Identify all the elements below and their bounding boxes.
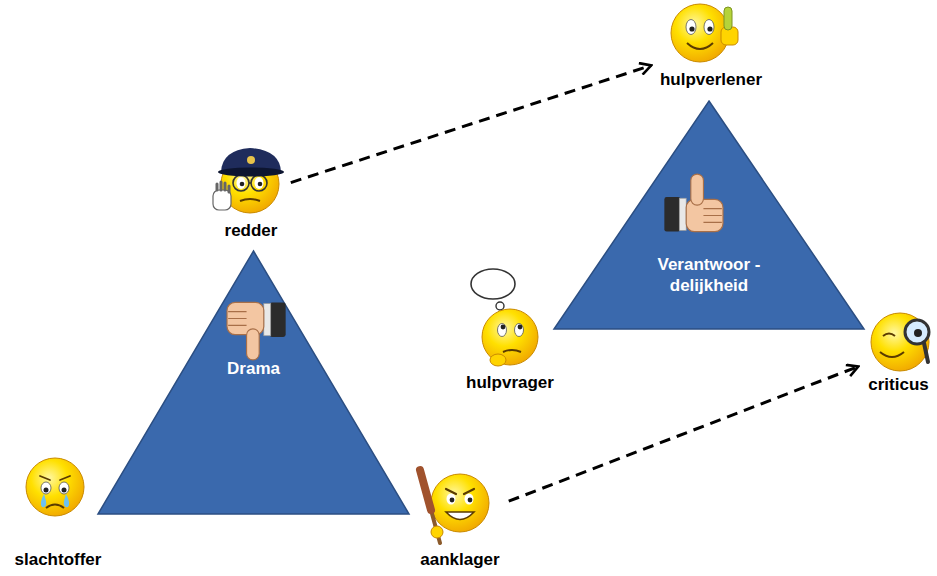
- thumb-part: [228, 312, 246, 326]
- triangle-outline: [554, 101, 864, 329]
- role-label: criticus: [868, 375, 928, 395]
- triangle-outline: [98, 251, 409, 514]
- helper-emoji-part: [707, 26, 712, 31]
- accuser-emoji-part: [465, 494, 474, 505]
- police-emoji-part: [258, 182, 263, 187]
- helper-emoji-part: [689, 26, 694, 31]
- drama-triangle: Drama: [97, 250, 410, 515]
- accuser-emoji-part: [446, 489, 474, 494]
- thumb-part: [264, 304, 271, 336]
- thinking-emoji-part: [503, 350, 521, 352]
- helper-emoji-part: [704, 20, 714, 35]
- helper-emoji-part: [686, 20, 696, 35]
- crying-emoji-part: [41, 482, 51, 494]
- thumb-part: [270, 302, 286, 337]
- police-emoji-part: [218, 168, 284, 177]
- triangle-title: Drama: [184, 358, 324, 379]
- thumb-part: [686, 199, 723, 231]
- thumbs-down-icon: [227, 302, 286, 360]
- critic-emoji-part: [871, 313, 929, 371]
- critic-emoji-part: [905, 320, 929, 344]
- helper-emoji-part: [671, 4, 729, 62]
- crying-emoji-part: [59, 482, 69, 494]
- police-emoji-part: [237, 177, 246, 189]
- thumbs-up-icon: [664, 174, 723, 232]
- critic-emoji-part: [880, 352, 904, 357]
- text-holder: Verantwoor -delijkheid: [553, 254, 865, 296]
- helper-emoji-part: [687, 43, 713, 49]
- role-node: aanklager: [415, 468, 505, 572]
- police-emoji-part: [255, 177, 264, 189]
- role-label: slachtoffer: [15, 550, 102, 570]
- thumb-part: [664, 197, 680, 232]
- critic-emoji-part: [883, 334, 895, 337]
- accuser-emoji-part: [468, 498, 473, 503]
- critic-emoji-part: [924, 343, 928, 362]
- accuser-emoji: [420, 470, 489, 543]
- thumb-part: [227, 302, 264, 334]
- police-emoji-part: [251, 175, 267, 191]
- crying-emoji-part: [62, 488, 67, 493]
- role-node: hulpverlener: [655, 0, 767, 92]
- police-emoji-part: [249, 182, 251, 184]
- text-holder: Drama: [97, 358, 410, 379]
- accuser-emoji-part: [446, 512, 474, 520]
- crying-emoji: [26, 458, 84, 516]
- critic-emoji-part: [914, 329, 922, 337]
- accuser-emoji-part: [447, 494, 456, 505]
- crying-emoji-part: [41, 494, 46, 507]
- dashed-arrow: [291, 65, 651, 182]
- dashed-arrow: [509, 367, 859, 502]
- thinking-emoji-part: [482, 309, 538, 365]
- accuser-emoji-part: [431, 526, 443, 538]
- accuser-emoji-part: [431, 474, 489, 532]
- crying-emoji-part: [46, 505, 64, 509]
- thinking-emoji: [471, 269, 538, 366]
- role-node: criticus: [862, 305, 935, 397]
- thinking-emoji-part: [498, 324, 507, 337]
- role-node: slachtoffer: [8, 455, 108, 572]
- crying-emoji-part: [40, 476, 70, 480]
- thumb-part: [679, 198, 686, 230]
- thumb-part: [691, 174, 704, 205]
- triangle-shape: [553, 100, 865, 330]
- accuser-emoji-part: [420, 470, 431, 510]
- thinking-emoji-part: [490, 354, 506, 366]
- police-emoji-part: [217, 182, 229, 192]
- thinking-emoji-part: [496, 302, 504, 310]
- role-node: hulpvrager: [460, 268, 560, 395]
- role-label: redder: [225, 221, 278, 241]
- triangle-title: Verantwoor -delijkheid: [649, 254, 769, 296]
- role-node: redder: [215, 148, 287, 243]
- thumb-part: [247, 329, 260, 360]
- helper-emoji: [671, 4, 738, 62]
- critic-emoji: [871, 313, 929, 371]
- police-emoji-part: [240, 182, 245, 187]
- police-emoji-part: [233, 175, 249, 191]
- helper-emoji-part: [724, 7, 732, 30]
- thinking-emoji-part: [501, 325, 506, 330]
- crying-emoji-part: [64, 494, 69, 507]
- crying-emoji-part: [26, 458, 84, 516]
- role-label: aanklager: [420, 550, 499, 570]
- role-label: hulpverlener: [660, 70, 762, 90]
- role-label: hulpvrager: [466, 373, 554, 393]
- police-emoji: [213, 148, 284, 213]
- triangle-shape: [97, 250, 410, 515]
- thinking-emoji-part: [518, 325, 523, 330]
- crying-emoji-part: [44, 488, 49, 493]
- police-emoji-part: [247, 156, 255, 164]
- responsibility-triangle: Verantwoor -delijkheid: [553, 100, 865, 330]
- police-emoji-part: [240, 199, 260, 201]
- thumb-part: [703, 209, 721, 223]
- accuser-emoji-part: [450, 498, 455, 503]
- thinking-emoji-part: [515, 324, 524, 337]
- thinking-emoji-part: [471, 269, 515, 299]
